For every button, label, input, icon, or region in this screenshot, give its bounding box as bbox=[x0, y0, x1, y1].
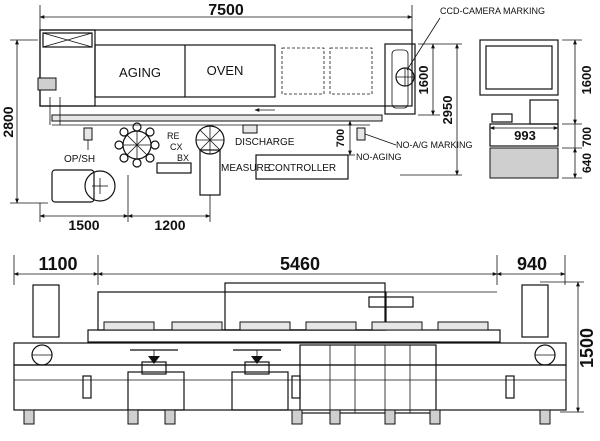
foot bbox=[291, 409, 303, 425]
dim-overall-depth: 2950 bbox=[440, 96, 455, 125]
foot bbox=[329, 409, 341, 425]
side-controller-box bbox=[489, 147, 559, 179]
front-rotary-table-left bbox=[130, 349, 178, 375]
dim-front-left: 1100 bbox=[38, 254, 77, 274]
side-base-unit bbox=[489, 123, 559, 147]
bx-label: BX bbox=[177, 153, 189, 163]
cx-label: CX bbox=[170, 142, 183, 152]
no-aging-label: NO-AGING bbox=[356, 152, 402, 162]
re-label: RE bbox=[167, 131, 180, 141]
tray-slot bbox=[281, 47, 325, 95]
foot bbox=[539, 409, 551, 425]
bx-unit bbox=[156, 162, 192, 174]
oven-label: OVEN bbox=[207, 63, 244, 78]
side-block bbox=[37, 77, 57, 91]
dim-front-right: 940 bbox=[517, 254, 547, 274]
loader-box bbox=[42, 32, 93, 48]
opsh-label: OP/SH bbox=[64, 154, 95, 165]
foot bbox=[23, 409, 35, 425]
front-loader-right bbox=[521, 284, 549, 338]
dim-side-height: 1600 bbox=[579, 66, 594, 95]
dim-oven-depth: 1600 bbox=[416, 66, 431, 95]
ccd-camera-unit bbox=[384, 43, 416, 115]
operator-table bbox=[51, 169, 95, 203]
side-mid-box bbox=[529, 99, 559, 125]
conveyor-rail bbox=[51, 114, 383, 122]
dim-side-mid: 700 bbox=[580, 127, 594, 147]
tray-slot bbox=[329, 47, 373, 95]
front-lower-frame bbox=[13, 364, 567, 411]
dim-front-height: 1500 bbox=[577, 328, 597, 368]
front-loader-left bbox=[32, 284, 60, 338]
dim-side-width: 993 bbox=[514, 128, 536, 143]
dim-table-spacing: 1200 bbox=[154, 217, 185, 233]
dim-operator-width: 1500 bbox=[68, 217, 99, 233]
foot bbox=[127, 409, 139, 425]
ccd-camera-label: CCD-CAMERA MARKING bbox=[440, 6, 545, 16]
front-rotary-table-right bbox=[233, 349, 281, 375]
discharge-label: DISCHARGE bbox=[235, 137, 295, 148]
controller-label: CONTROLLER bbox=[268, 163, 336, 174]
dim-front-middle: 5460 bbox=[280, 254, 320, 274]
dim-side-base: 640 bbox=[580, 153, 594, 173]
front-elevation-view: 1100 5460 940 1500 bbox=[13, 254, 597, 425]
foot bbox=[164, 409, 176, 425]
foot bbox=[384, 409, 396, 425]
measure-label: MEASURE bbox=[221, 163, 271, 174]
loader-unit bbox=[39, 29, 96, 107]
foot bbox=[429, 409, 441, 425]
operator-chair bbox=[84, 170, 116, 202]
front-marking-head bbox=[368, 296, 414, 308]
measure-unit bbox=[199, 149, 221, 196]
dim-depth: 2800 bbox=[0, 106, 16, 137]
side-upper-unit bbox=[479, 39, 559, 96]
front-controller-cabinet bbox=[299, 344, 437, 414]
front-base-frame bbox=[13, 342, 567, 366]
rotary-table-right bbox=[195, 125, 225, 155]
controller-cabinet bbox=[255, 154, 349, 180]
rotary-table-left bbox=[114, 122, 160, 168]
no-ag-marking-label: NO-A/G MARKING bbox=[396, 140, 473, 150]
dim-total-width: 7500 bbox=[208, 2, 244, 19]
top-plan-view: 7500 2800 AGING OVEN CCD-CAMERA MARKING bbox=[0, 2, 545, 233]
aging-label: AGING bbox=[119, 65, 161, 80]
dim-controller-depth: 700 bbox=[335, 129, 347, 147]
conveyor-belt bbox=[87, 329, 501, 343]
side-elevation-view: 1600 700 640 993 bbox=[479, 39, 594, 179]
